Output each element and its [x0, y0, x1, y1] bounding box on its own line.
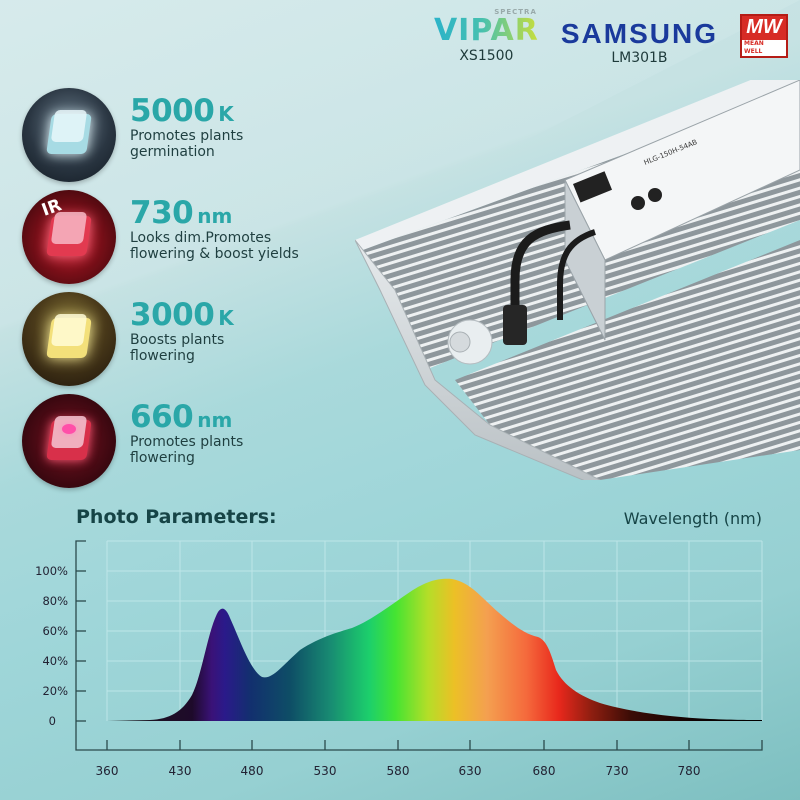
meanwell-logo: MW MEAN WELL [740, 10, 788, 58]
y-tick-label: 20% [42, 684, 68, 698]
y-tick-label: 40% [42, 654, 68, 668]
feature-desc-line2: flowering [130, 450, 195, 466]
feature-value: 730 [130, 195, 194, 231]
chart-axes [75, 540, 763, 751]
brand-logos: SPECTRA VIPAR XS1500 SAMSUNG LM301B MW M… [433, 8, 788, 66]
feature-value: 5000 [130, 93, 215, 129]
vipar-logo: SPECTRA VIPAR XS1500 [433, 8, 539, 64]
vipar-model: XS1500 [459, 48, 514, 64]
x-tick-label: 360 [96, 764, 119, 778]
feature-unit: K [218, 306, 234, 330]
warm-white-led-chip-icon [22, 292, 116, 386]
x-tick-label: 730 [606, 764, 629, 778]
feature-desc-line1: Boosts plants [130, 332, 225, 348]
feature-desc-line2: flowering & boost yields [130, 246, 299, 262]
feature-desc-line2: germination [130, 144, 215, 160]
vipar-wordmark: VIPAR [433, 13, 539, 48]
y-tick-label: 60% [42, 624, 68, 638]
x-tick-label: 530 [314, 764, 337, 778]
feature-unit: K [218, 102, 234, 126]
x-tick-label: 430 [169, 764, 192, 778]
meanwell-sub: MEAN WELL [742, 39, 786, 56]
x-tick-label: 680 [533, 764, 556, 778]
chart-title: Photo Parameters: [76, 506, 277, 528]
spectrum-chart: 100% 80% 60% 40% 20% 0 360 430 480 530 5… [35, 540, 763, 778]
feature-value: 660 [130, 399, 194, 435]
samsung-logo: SAMSUNG LM301B [561, 10, 718, 66]
white-led-chip-icon [22, 88, 116, 182]
feature-desc-line1: Looks dim.Promotes [130, 230, 272, 246]
y-tick-label: 0 [49, 714, 56, 728]
grow-light-fixture-image: HLG-150H-54AB [355, 80, 800, 480]
samsung-model: LM301B [611, 50, 668, 66]
y-tick-label: 80% [42, 594, 68, 608]
spectrum-area [107, 578, 762, 721]
x-tick-label: 780 [678, 764, 701, 778]
samsung-wordmark: SAMSUNG [560, 18, 718, 49]
x-tick-label: 580 [387, 764, 410, 778]
feature-desc-line1: Promotes plants [130, 128, 244, 144]
x-tick-label: 630 [459, 764, 482, 778]
red-led-chip-icon [22, 394, 116, 488]
y-tick-label: 100% [35, 564, 68, 578]
feature-unit: nm [197, 204, 233, 228]
feature-value: 3000 [130, 297, 215, 333]
feature-unit: nm [197, 408, 233, 432]
x-tick-label: 480 [241, 764, 264, 778]
ir-led-chip-icon: IR [22, 190, 116, 284]
feature-desc-line1: Promotes plants [130, 434, 244, 450]
meanwell-letters: MW [746, 15, 782, 38]
chart-x-axis-title: Wavelength (nm) [623, 509, 762, 528]
vipar-spectra-tag: SPECTRA [494, 8, 537, 16]
feature-desc-line2: flowering [130, 348, 195, 364]
